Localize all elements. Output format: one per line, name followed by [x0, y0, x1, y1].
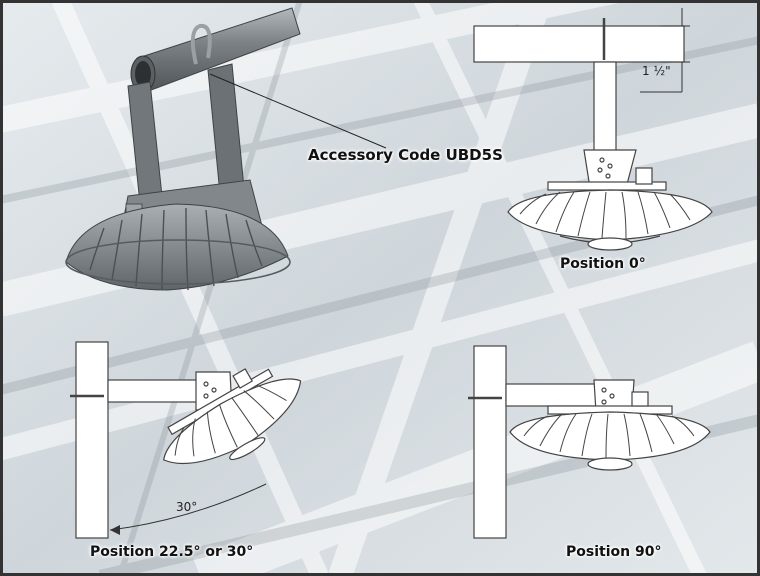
accessory-code-label: Accessory Code UBD5S [308, 146, 503, 164]
bracket-offset-dimension: 1 ½" [642, 64, 671, 78]
position-22-label: Position 22.5° or 30° [90, 544, 254, 560]
accessory-leader-line [209, 73, 387, 149]
position-90-label: Position 90° [566, 544, 662, 560]
photo-fixture [65, 7, 301, 291]
fixture-position-22 [70, 341, 302, 539]
position-0-label: Position 0° [560, 256, 646, 272]
fixture-position-90 [468, 345, 711, 539]
fixture-position-0 [473, 8, 713, 251]
tilt-angle-dimension: 30° [176, 500, 198, 514]
